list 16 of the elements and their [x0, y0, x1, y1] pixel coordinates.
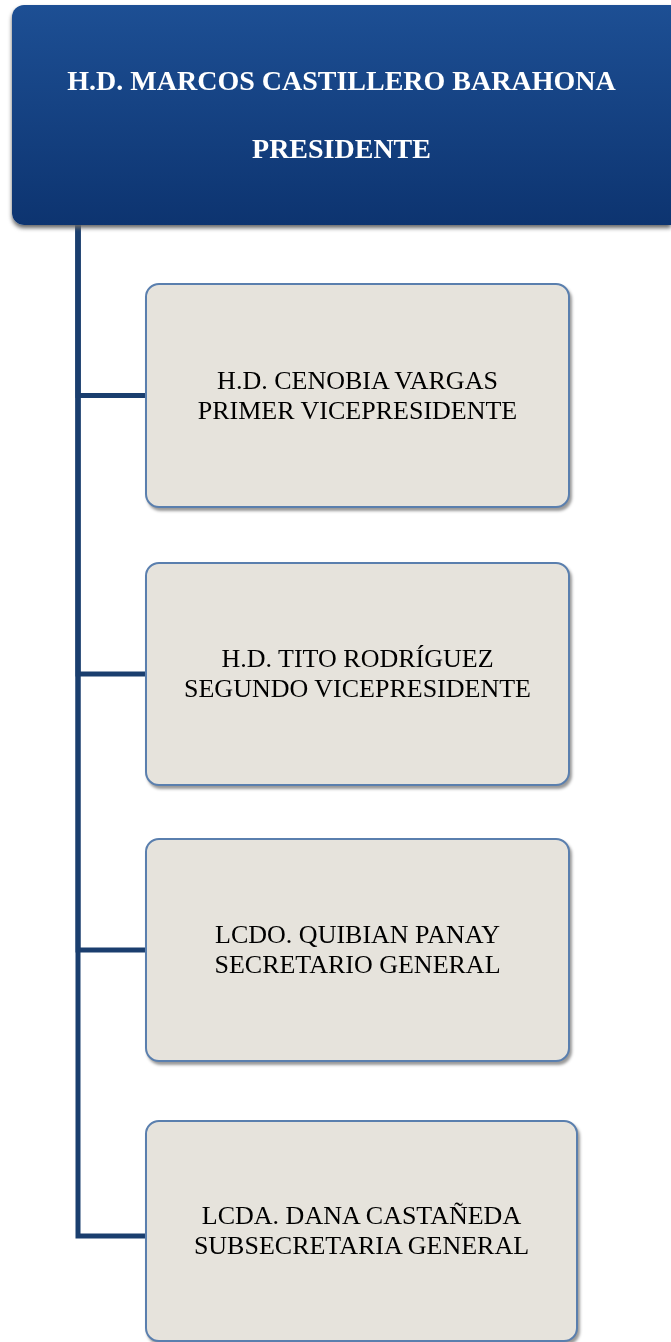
- member-box: [145, 562, 570, 786]
- member-box: [145, 838, 570, 1062]
- member-box: [145, 283, 570, 508]
- role-title: SUBSECRETARIA GENERAL: [193, 1231, 530, 1261]
- member-box: [145, 1120, 578, 1342]
- person-name: LCDO. QUIBIAN PANAY: [215, 920, 500, 950]
- header-box: [12, 5, 671, 225]
- role-title: SECRETARIO GENERAL: [214, 950, 501, 980]
- person-name: H.D. MARCOS CASTILLERO BARAHONA: [67, 65, 616, 97]
- person-name: H.D. TITO RODRÍGUEZ: [221, 644, 494, 674]
- role-title: PRIMER VICEPRESIDENTE: [197, 395, 518, 426]
- role-title: SEGUNDO VICEPRESIDENTE: [184, 674, 531, 704]
- person-name: H.D. CENOBIA VARGAS: [217, 365, 498, 396]
- person-name: LCDA. DANA CASTAÑEDA: [201, 1201, 522, 1231]
- connector-line: [75, 225, 145, 1239]
- role-title: PRESIDENTE: [252, 133, 431, 165]
